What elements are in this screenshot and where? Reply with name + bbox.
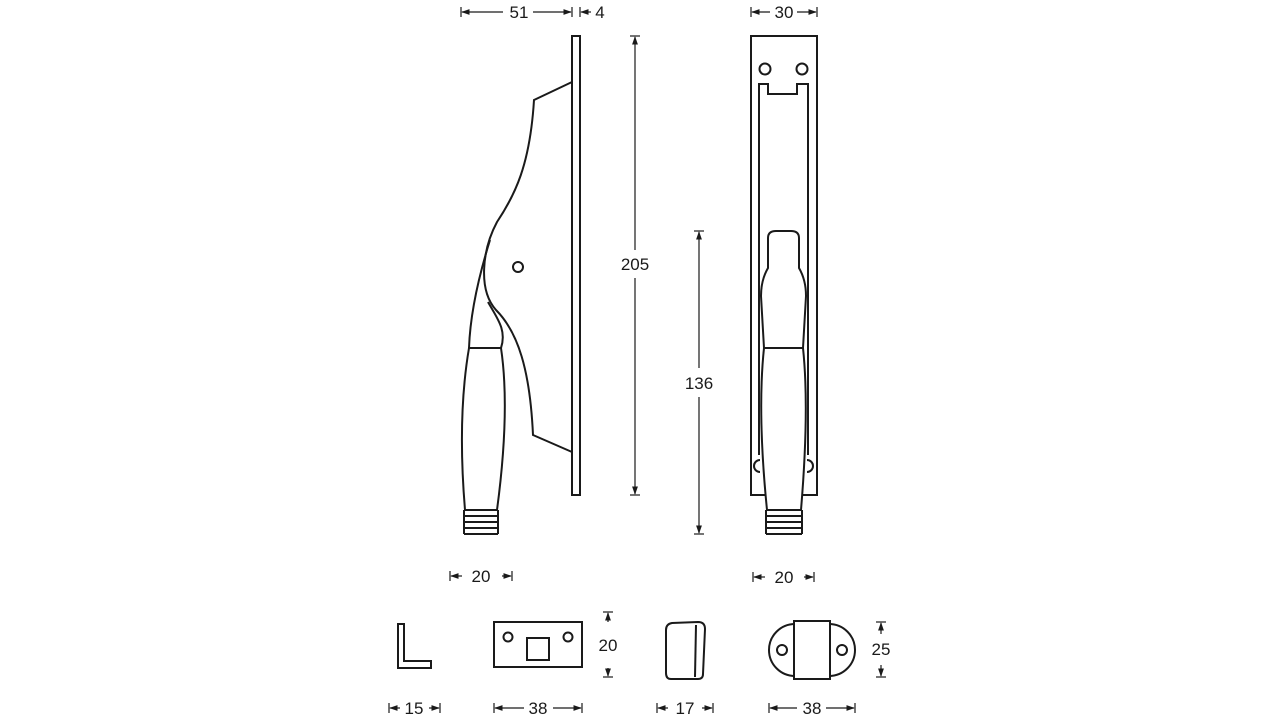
front-grip bbox=[760, 347, 807, 511]
dim-plate-thickness: 4 bbox=[579, 3, 605, 22]
dim-side-width-label: 51 bbox=[510, 3, 529, 22]
side-back-plate bbox=[571, 35, 581, 496]
front-lever bbox=[759, 230, 808, 349]
dim-keeper-height: 20 bbox=[599, 611, 618, 678]
dim-stop-width: 17 bbox=[656, 699, 714, 718]
dim-oval-keeper-width-label: 38 bbox=[803, 699, 822, 718]
oval-keeper bbox=[768, 620, 856, 680]
l-bracket bbox=[397, 623, 432, 669]
front-slot-channel bbox=[758, 83, 809, 455]
dim-front-grip-width-label: 20 bbox=[775, 568, 794, 587]
side-body-outline bbox=[483, 81, 573, 453]
dim-side-width: 51 bbox=[460, 3, 573, 22]
dim-plate-thickness-label: 4 bbox=[595, 3, 604, 22]
dim-bracket-width-label: 15 bbox=[405, 699, 424, 718]
side-grip-ribs bbox=[463, 509, 499, 535]
dim-bracket-width: 15 bbox=[388, 699, 441, 718]
front-screw-hole-bottom-right bbox=[806, 459, 814, 473]
front-view bbox=[750, 35, 818, 535]
dim-keeper-width-label: 38 bbox=[529, 699, 548, 718]
stop-block bbox=[665, 620, 707, 680]
dim-front-grip-width: 20 bbox=[752, 568, 815, 587]
front-grip-ribs bbox=[765, 509, 803, 535]
side-pivot-hole bbox=[512, 261, 524, 273]
dim-oval-keeper-width: 38 bbox=[768, 699, 856, 718]
dim-oval-keeper-height: 25 bbox=[872, 621, 891, 678]
dim-overall-height: 205 bbox=[621, 35, 649, 496]
dim-front-width-label: 30 bbox=[775, 3, 794, 22]
front-screw-hole-bottom-left bbox=[753, 459, 761, 473]
dim-overall-height-label: 205 bbox=[621, 255, 649, 274]
dim-side-grip-width-label: 20 bbox=[472, 567, 491, 586]
side-grip bbox=[460, 347, 506, 511]
front-screw-hole-top-right bbox=[795, 62, 809, 76]
front-screw-hole-top-left bbox=[758, 62, 772, 76]
dim-keeper-height-label: 20 bbox=[599, 636, 618, 655]
side-lever-curve bbox=[468, 239, 504, 349]
dim-oval-keeper-height-label: 25 bbox=[872, 640, 891, 659]
dim-stop-width-label: 17 bbox=[676, 699, 695, 718]
dim-lever-length-label: 136 bbox=[685, 374, 713, 393]
keeper-plate bbox=[493, 621, 583, 668]
dim-side-grip-width: 20 bbox=[449, 567, 513, 586]
side-view bbox=[460, 35, 581, 535]
dim-keeper-width: 38 bbox=[493, 699, 583, 718]
dim-front-width: 30 bbox=[750, 3, 818, 22]
dim-lever-length: 136 bbox=[685, 230, 713, 535]
